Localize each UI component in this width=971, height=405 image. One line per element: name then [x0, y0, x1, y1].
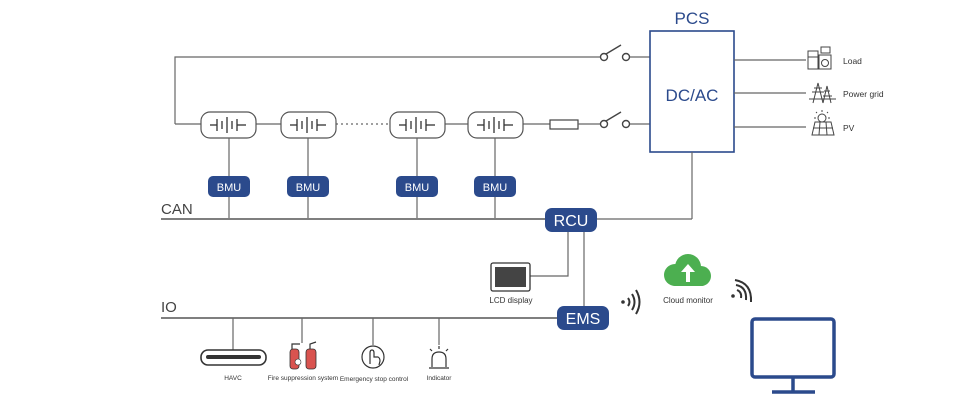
battery-icon — [290, 117, 326, 133]
pcs-title: PCS — [675, 9, 710, 28]
bmu-label: BMU — [405, 182, 430, 194]
top-loop-wire — [174, 56, 600, 124]
battery-icon — [477, 117, 513, 133]
lcd-display-label: LCD display — [489, 296, 532, 305]
cloud-monitor-label: Cloud monitor — [663, 296, 713, 305]
output-label-pv: PV — [843, 123, 855, 133]
emergency-stop-icon — [361, 345, 385, 369]
io-device-label-fire: Fire suppression system — [268, 375, 338, 382]
top-switch — [599, 44, 631, 62]
rcu-label: RCU — [554, 213, 589, 230]
bmu-4: BMU — [474, 176, 516, 197]
output-label-power-grid: Power grid — [843, 89, 884, 99]
io-bus-label: IO — [161, 299, 177, 316]
battery-module-2 — [280, 111, 337, 139]
rcu-lcd-wire — [530, 232, 569, 277]
indicator-light-icon — [429, 346, 449, 369]
bmu-label: BMU — [483, 182, 508, 194]
havc-icon — [200, 349, 267, 366]
bmu-2: BMU — [287, 176, 329, 197]
battery-module-3 — [389, 111, 446, 139]
wifi-signal-icon-right — [731, 279, 753, 303]
battery-module-4 — [467, 111, 524, 139]
io-device-label-havc: HAVC — [224, 375, 242, 382]
pv-icon — [811, 110, 835, 136]
bmu-label: BMU — [296, 182, 321, 194]
battery-module-1 — [200, 111, 257, 139]
battery-icon — [399, 117, 435, 133]
fire-extinguisher-icon — [289, 341, 317, 370]
power-grid-icon — [809, 82, 836, 104]
wifi-signal-icon-left — [621, 289, 641, 315]
rcu-node: RCU — [545, 208, 597, 232]
lcd-display-icon — [490, 262, 531, 292]
io-device-label-estop: Emergency stop control — [340, 376, 409, 383]
bottom-switch — [599, 111, 631, 129]
fuse — [549, 119, 579, 130]
bmu-1: BMU — [208, 176, 250, 197]
ems-label: EMS — [566, 311, 601, 328]
io-device-label-indicator: Indicator — [427, 375, 453, 382]
can-bus-label: CAN — [161, 201, 193, 218]
pcs-converter-label: DC/AC — [666, 86, 719, 105]
output-label-load: Load — [843, 56, 862, 66]
ems-node: EMS — [557, 306, 609, 330]
bmu-label: BMU — [217, 182, 242, 194]
monitor-icon — [750, 317, 836, 394]
battery-icon — [210, 117, 246, 133]
cloud-upload-icon — [664, 254, 711, 286]
bmu-3: BMU — [396, 176, 438, 197]
load-icon — [807, 46, 832, 70]
